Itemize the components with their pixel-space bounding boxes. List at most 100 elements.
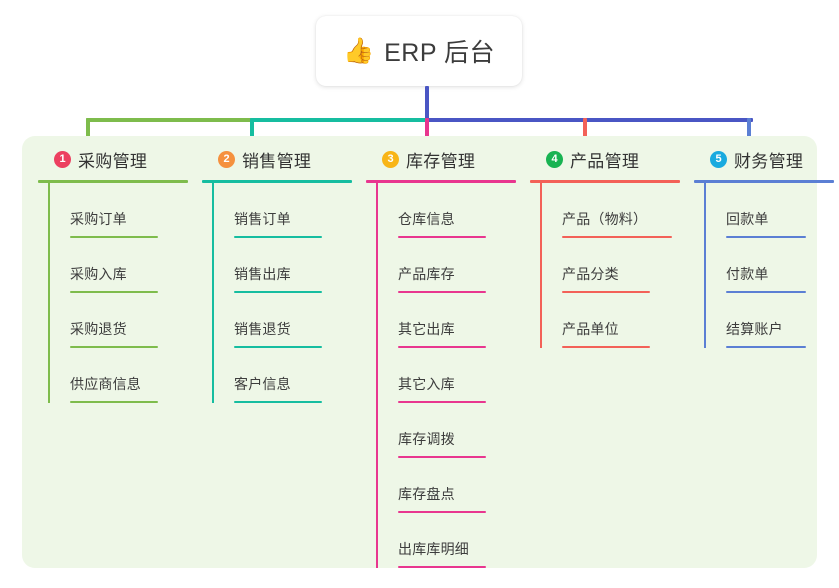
list-item-label: 结算账户	[726, 321, 783, 337]
column-items-finance: 回款单付款单结算账户	[694, 183, 834, 348]
list-item[interactable]: 结算账户	[704, 293, 834, 348]
list-item-rule	[562, 346, 650, 348]
column-items-sales: 销售订单销售出库销售退货客户信息	[202, 183, 352, 403]
column-title-sales: 销售管理	[242, 151, 312, 171]
trunk-line	[425, 86, 429, 122]
list-item-label: 库存盘点	[398, 486, 455, 502]
list-item-label: 销售退货	[234, 321, 291, 337]
list-item[interactable]: 回款单	[704, 183, 834, 238]
list-item-label: 库存调拨	[398, 431, 455, 447]
list-item[interactable]: 其它入库	[376, 348, 516, 403]
list-item-label: 仓库信息	[398, 211, 455, 227]
root-node-card[interactable]: 👍 ERP 后台	[316, 16, 522, 86]
list-item[interactable]: 产品（物料）	[540, 183, 680, 238]
list-item-rule	[562, 236, 672, 238]
column-rule-purchase	[38, 180, 188, 183]
list-item-rule	[398, 401, 486, 403]
column-title-inventory: 库存管理	[406, 151, 476, 171]
column-title-finance: 财务管理	[734, 151, 804, 171]
column-purchase: 1 采购管理采购订单采购入库采购退货供应商信息	[38, 146, 188, 403]
diagram-panel	[22, 136, 817, 568]
list-item[interactable]: 产品单位	[540, 293, 680, 348]
column-rule-inventory	[366, 180, 516, 183]
column-items-inventory: 仓库信息产品库存其它出库其它入库库存调拨库存盘点出库库明细	[366, 183, 516, 568]
list-item-rule	[398, 566, 486, 568]
list-item[interactable]: 销售出库	[212, 238, 352, 293]
list-item[interactable]: 客户信息	[212, 348, 352, 403]
list-item-label: 采购退货	[70, 321, 127, 337]
list-item[interactable]: 其它出库	[376, 293, 516, 348]
list-item-rule	[398, 456, 486, 458]
list-item-rule	[398, 346, 486, 348]
column-product: 4 产品管理产品（物料） 产品分类产品单位	[530, 146, 680, 348]
list-item[interactable]: 采购退货	[48, 293, 188, 348]
column-items-purchase: 采购订单采购入库采购退货供应商信息	[38, 183, 188, 403]
list-item-label: 付款单	[726, 266, 769, 282]
connector-drop-inventory	[425, 118, 429, 150]
list-item-label: 采购订单	[70, 211, 127, 227]
list-item-rule	[70, 401, 158, 403]
list-item-rule	[398, 236, 486, 238]
column-spine-sales	[212, 183, 214, 403]
list-item[interactable]: 仓库信息	[376, 183, 516, 238]
column-finance: 5 财务管理回款单付款单结算账户	[694, 146, 834, 348]
column-badge-product: 4	[546, 150, 563, 168]
column-header-inventory[interactable]: 3 库存管理	[366, 146, 516, 172]
list-item-label: 回款单	[726, 211, 769, 227]
list-item[interactable]: 供应商信息	[48, 348, 188, 403]
list-item-label: 产品（物料）	[562, 211, 648, 227]
column-header-product[interactable]: 4 产品管理	[530, 146, 680, 172]
list-item-rule	[234, 236, 322, 238]
connector-drop-product	[583, 118, 587, 150]
list-item[interactable]: 产品分类	[540, 238, 680, 293]
list-item[interactable]: 付款单	[704, 238, 834, 293]
column-header-finance[interactable]: 5 财务管理	[694, 146, 834, 172]
root-title: ERP 后台	[384, 39, 496, 67]
list-item[interactable]: 销售退货	[212, 293, 352, 348]
list-item-rule	[70, 291, 158, 293]
list-item-label: 产品单位	[562, 321, 619, 337]
column-rule-sales	[202, 180, 352, 183]
thumbs-up-icon: 👍	[342, 36, 375, 65]
column-header-purchase[interactable]: 1 采购管理	[38, 146, 188, 172]
list-item-rule	[234, 401, 322, 403]
column-rule-finance	[694, 180, 834, 183]
connector-drop-sales	[250, 118, 254, 150]
list-item-rule	[70, 236, 158, 238]
list-item-label: 销售订单	[234, 211, 291, 227]
connector-green-segment	[86, 118, 254, 122]
list-item[interactable]: 采购订单	[48, 183, 188, 238]
list-item-label: 产品分类	[562, 266, 619, 282]
list-item[interactable]: 出库库明细	[376, 513, 516, 568]
list-item-rule	[562, 291, 650, 293]
connector-blue-segment	[427, 118, 753, 122]
list-item-rule	[726, 291, 806, 293]
list-item-rule	[234, 291, 322, 293]
list-item-label: 供应商信息	[70, 376, 141, 392]
column-title-purchase: 采购管理	[78, 151, 148, 171]
list-item-rule	[234, 346, 322, 348]
list-item-rule	[726, 236, 806, 238]
list-item[interactable]: 产品库存	[376, 238, 516, 293]
list-item-label: 客户信息	[234, 376, 291, 392]
column-badge-inventory: 3	[382, 150, 399, 168]
column-spine-product	[540, 183, 542, 348]
list-item[interactable]: 采购入库	[48, 238, 188, 293]
list-item[interactable]: 销售订单	[212, 183, 352, 238]
list-item[interactable]: 库存盘点	[376, 458, 516, 513]
list-item-rule	[398, 511, 486, 513]
list-item-label: 出库库明细	[398, 541, 469, 557]
column-badge-purchase: 1	[54, 150, 71, 168]
column-items-product: 产品（物料） 产品分类产品单位	[530, 183, 680, 348]
list-item-rule	[398, 291, 486, 293]
column-rule-product	[530, 180, 680, 183]
column-badge-finance: 5	[710, 150, 727, 168]
column-title-product: 产品管理	[570, 151, 640, 171]
list-item-label: 销售出库	[234, 266, 291, 282]
list-item-rule	[726, 346, 806, 348]
list-item[interactable]: 库存调拨	[376, 403, 516, 458]
column-inventory: 3 库存管理仓库信息产品库存其它出库其它入库库存调拨库存盘点出库库明细	[366, 146, 516, 568]
list-item-label: 采购入库	[70, 266, 127, 282]
